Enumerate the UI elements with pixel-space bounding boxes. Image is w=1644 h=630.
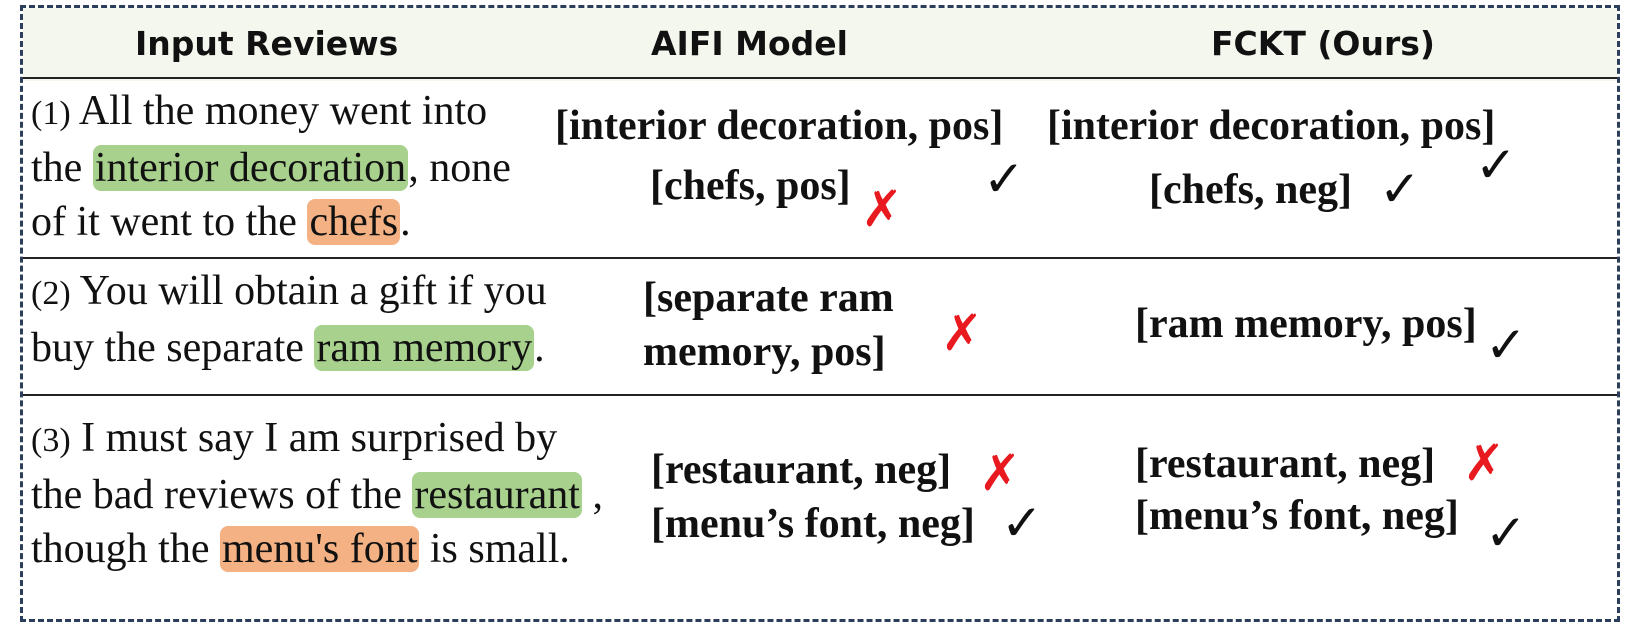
check-mark: ✓ bbox=[1001, 494, 1043, 552]
aspect-highlight: menu's font bbox=[219, 526, 420, 572]
cross-mark: ✗ bbox=[979, 444, 1021, 502]
aifi-prediction: memory, pos] bbox=[643, 329, 886, 375]
header-fckt-ours: FCKT (Ours) bbox=[1211, 24, 1435, 63]
review-number: (3) bbox=[31, 422, 71, 459]
fckt-prediction: [ram memory, pos] bbox=[1135, 301, 1477, 347]
aspect-highlight: ram memory bbox=[314, 325, 535, 371]
review-number: (1) bbox=[31, 95, 71, 132]
aifi-prediction: [interior decoration, pos] bbox=[555, 103, 1004, 149]
cross-mark: ✗ bbox=[941, 304, 983, 362]
aifi-prediction: [restaurant, neg] bbox=[651, 447, 952, 493]
row-divider-2 bbox=[23, 394, 1617, 396]
fckt-prediction: [menu’s font, neg] bbox=[1135, 493, 1459, 539]
check-mark: ✓ bbox=[983, 150, 1025, 208]
aifi-prediction: [separate ram bbox=[643, 275, 894, 321]
fckt-prediction: [chefs, neg] bbox=[1149, 167, 1352, 213]
review-number: (2) bbox=[31, 275, 71, 312]
header-input-reviews: Input Reviews bbox=[135, 24, 399, 63]
fckt-prediction: [interior decoration, pos] bbox=[1047, 103, 1496, 149]
aifi-prediction: [menu’s font, neg] bbox=[651, 501, 975, 547]
header-divider bbox=[23, 77, 1617, 79]
check-mark: ✓ bbox=[1485, 504, 1527, 562]
aspect-highlight: chefs bbox=[307, 199, 401, 245]
check-mark: ✓ bbox=[1379, 160, 1421, 218]
review-3: (3) I must say I am surprised by the bad… bbox=[31, 415, 603, 572]
cross-mark: ✗ bbox=[1463, 434, 1505, 492]
review-2: (2) You will obtain a gift if you buy th… bbox=[31, 268, 547, 371]
cross-mark: ✗ bbox=[861, 180, 903, 238]
check-mark: ✓ bbox=[1485, 316, 1527, 374]
aspect-highlight: restaurant bbox=[412, 472, 582, 518]
row-divider-1 bbox=[23, 257, 1617, 259]
figure-frame: Input Reviews AIFI Model FCKT (Ours) (1)… bbox=[20, 5, 1620, 622]
review-1: (1) All the money went into the interior… bbox=[31, 88, 511, 245]
header-aifi-model: AIFI Model bbox=[651, 24, 848, 63]
fckt-prediction: [restaurant, neg] bbox=[1135, 441, 1436, 487]
check-mark: ✓ bbox=[1475, 136, 1517, 194]
header-row bbox=[23, 8, 1617, 81]
aspect-highlight: interior decoration bbox=[92, 145, 409, 191]
aifi-prediction: [chefs, pos] bbox=[650, 163, 851, 209]
